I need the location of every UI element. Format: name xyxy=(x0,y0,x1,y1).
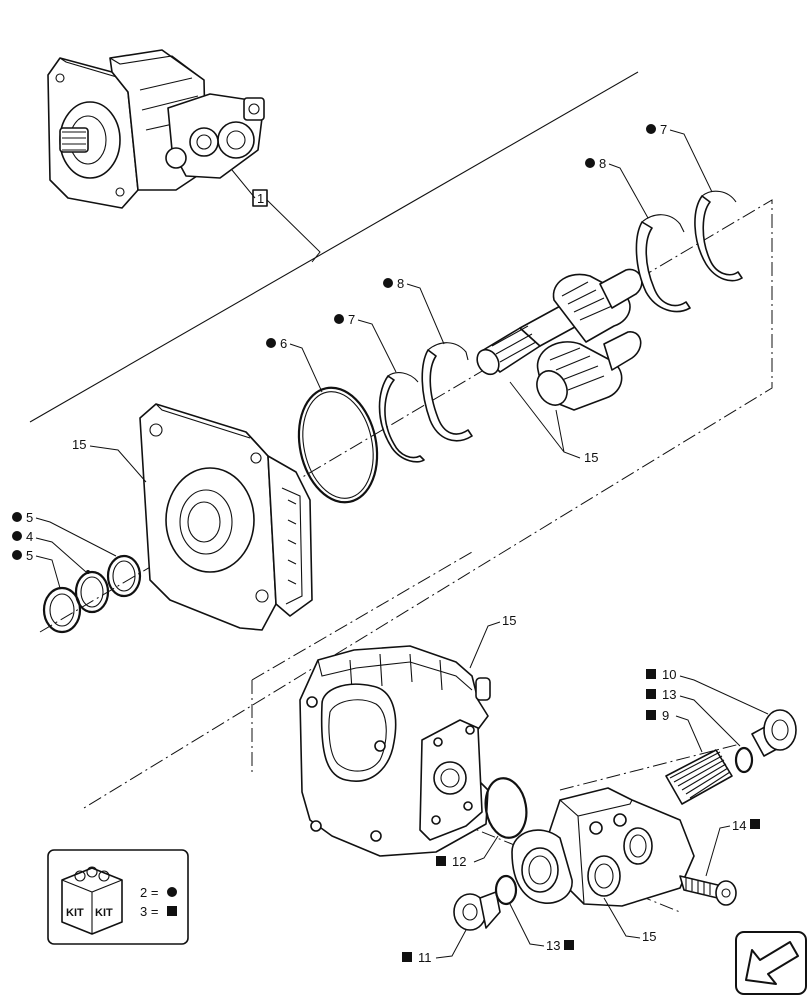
callout-14: 14 xyxy=(732,818,746,833)
kit-legend-square-marker xyxy=(167,906,177,916)
kit-circle-marker xyxy=(585,158,595,168)
kit-legend-circle-marker xyxy=(167,887,177,897)
spring-9 xyxy=(665,749,733,805)
gear-shafts xyxy=(476,268,643,411)
callout-11: 11 xyxy=(418,950,432,965)
kit-label-left: KIT xyxy=(66,907,84,919)
callout-15-body: 15 xyxy=(502,613,516,628)
kit-circle-marker xyxy=(334,314,344,324)
callout-15-valve: 15 xyxy=(642,929,656,944)
upper-frame-dashdot xyxy=(39,199,773,809)
callout-9: 9 xyxy=(662,708,669,723)
callout-box-1 xyxy=(252,189,268,207)
kit-square-marker xyxy=(402,952,412,962)
clip-8-upper xyxy=(635,221,691,313)
kit-circle-marker xyxy=(12,531,22,541)
plug-10 xyxy=(751,709,797,757)
clip-8-lower xyxy=(421,349,473,442)
kit-circle-marker xyxy=(12,512,22,522)
callout-12: 12 xyxy=(452,854,466,869)
o-ring-6 xyxy=(297,386,379,504)
plug-11 xyxy=(453,891,501,931)
separator-line xyxy=(29,71,639,423)
pump-assembly-overview xyxy=(47,49,265,209)
kit-square-marker xyxy=(646,710,656,720)
kit-legend-circle: 2 = xyxy=(140,885,158,900)
kit-circle-marker xyxy=(266,338,276,348)
kit-square-marker xyxy=(436,856,446,866)
kit-legend-square: 3 = xyxy=(140,904,158,919)
callout-5-upper: 5 xyxy=(26,510,33,525)
kit-square-marker xyxy=(646,689,656,699)
o-ring-13-lower xyxy=(494,874,518,906)
screw-14 xyxy=(679,875,737,906)
callout-15-flange: 15 xyxy=(72,437,86,452)
kit-label-right: KIT xyxy=(95,907,113,919)
relief-valve-block xyxy=(511,787,695,907)
callout-5-lower: 5 xyxy=(26,548,33,563)
callout-13-lower: 13 xyxy=(546,938,560,953)
callout-10: 10 xyxy=(662,667,676,682)
valve-axis xyxy=(559,743,741,791)
callout-8-upper: 8 xyxy=(599,156,606,171)
clip-7-upper xyxy=(694,195,743,282)
callout-6: 6 xyxy=(280,336,287,351)
front-flange-housing xyxy=(139,403,313,631)
callout-1: 1 xyxy=(257,191,264,206)
kit-circle-marker xyxy=(646,124,656,134)
kit-square-marker xyxy=(564,940,574,950)
callout-8-lower: 8 xyxy=(397,276,404,291)
o-ring-13-upper xyxy=(734,746,754,774)
kit-circle-marker xyxy=(383,278,393,288)
callout-7-lower: 7 xyxy=(348,312,355,327)
kit-square-marker xyxy=(646,669,656,679)
back-arrow-icon[interactable] xyxy=(735,931,807,995)
pump-body xyxy=(299,645,491,857)
callout-13-upper: 13 xyxy=(662,687,676,702)
kit-circle-marker xyxy=(12,550,22,560)
callout-4: 4 xyxy=(26,529,33,544)
callout-7-upper: 7 xyxy=(660,122,667,137)
kit-square-marker xyxy=(750,819,760,829)
seal-set-4-5 xyxy=(42,554,142,634)
kit-legend: KIT KIT 2 = 3 = xyxy=(47,849,189,945)
o-ring-12 xyxy=(484,777,528,839)
lower-frame-top xyxy=(251,551,473,681)
clip-7-lower xyxy=(378,375,425,463)
callout-15-gears: 15 xyxy=(584,450,598,465)
